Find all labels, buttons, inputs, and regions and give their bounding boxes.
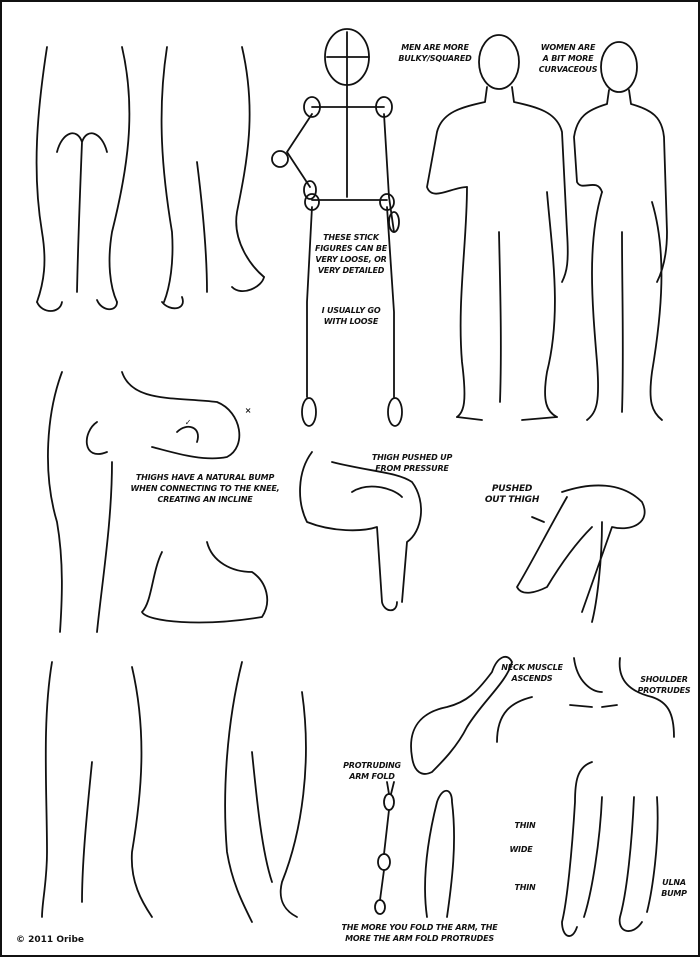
copyright-text: © 2011 Oribe	[16, 935, 85, 945]
label-usually-loose: I usually go with loose	[321, 306, 381, 326]
label-shoulder-protrudes: Shoulder protrudes	[637, 675, 691, 695]
legs-front-drawing	[35, 46, 131, 312]
bent-leg-drawing	[47, 371, 269, 633]
label-stick-figures: These stick figures can be very loose, o…	[315, 233, 387, 275]
legs-side-walking-drawing	[224, 661, 307, 923]
label-thigh-pushed-up: Thigh pushed up from pressure	[371, 453, 453, 473]
label-neck-muscle: Neck muscle ascends	[501, 663, 563, 683]
label-men-bulky: Men are more bulky/squared	[398, 43, 472, 63]
legs-walking-drawing	[41, 661, 153, 918]
bent-arm-drawing	[410, 655, 513, 775]
stick-figure-drawing	[271, 28, 403, 427]
x-mark: ×	[244, 406, 252, 415]
label-pushed-out-thigh: Pushed out thigh	[484, 484, 540, 505]
legs-side-drawing	[160, 46, 265, 310]
sitting-legs-drawing	[299, 451, 422, 612]
label-ulna-bump: Ulna bump	[661, 878, 687, 898]
male-figure-drawing	[426, 34, 569, 421]
label-thigh-bump: Thighs have a natural bump when connecti…	[130, 473, 280, 504]
female-figure-drawing	[573, 41, 668, 421]
label-wide: Wide	[509, 845, 533, 854]
label-thin-upper: Thin	[514, 821, 536, 830]
label-fold-note: The more you fold the arm, the more the …	[341, 923, 498, 943]
check-mark: ✓	[184, 418, 192, 427]
crossed-legs-drawing	[516, 484, 646, 623]
label-women-curvaceous: Women are a bit more curvaceous	[538, 43, 598, 74]
arm-fold-diagram	[374, 781, 455, 918]
forearms-drawing	[561, 761, 659, 937]
shoulders-drawing	[496, 657, 675, 743]
label-thin-lower: Thin	[514, 883, 536, 892]
label-arm-fold: Protruding arm fold	[343, 761, 401, 781]
